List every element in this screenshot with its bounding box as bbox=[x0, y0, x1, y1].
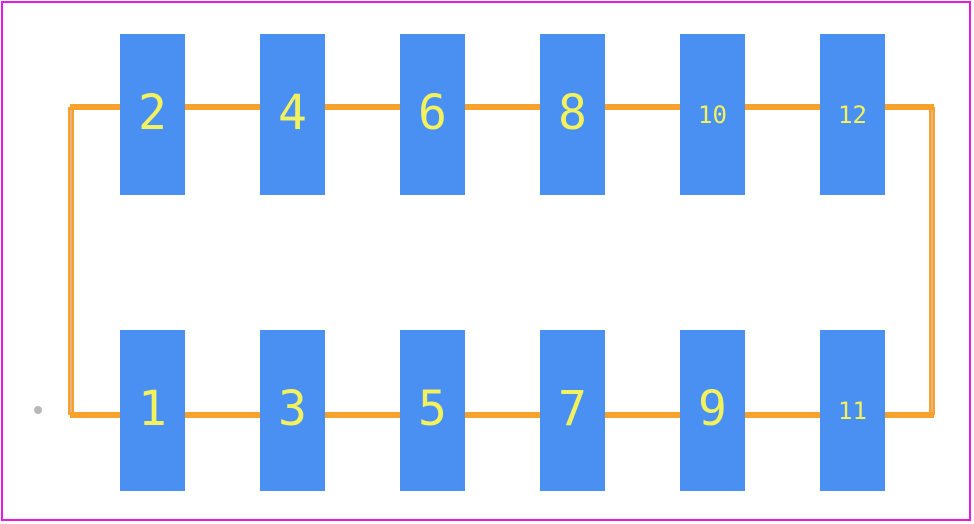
pad-8: 8 bbox=[540, 34, 605, 195]
pad-label: 3 bbox=[278, 381, 307, 437]
pad-label: 9 bbox=[698, 381, 727, 437]
pad-label: 8 bbox=[558, 85, 587, 141]
pad-2: 2 bbox=[120, 34, 185, 195]
pad-label: 7 bbox=[558, 381, 587, 437]
bottom-pad-row: 1 3 5 7 9 11 bbox=[120, 330, 885, 491]
pad-label: 2 bbox=[138, 85, 167, 141]
pad-11: 11 bbox=[820, 330, 885, 491]
pad-rect bbox=[120, 330, 185, 491]
pad-rect bbox=[400, 34, 465, 195]
pad-rect bbox=[680, 330, 745, 491]
pad-rect bbox=[400, 330, 465, 491]
pad-rect bbox=[820, 330, 885, 491]
pad-12: 12 bbox=[820, 34, 885, 195]
top-pad-row: 2 4 6 8 10 12 bbox=[120, 34, 885, 195]
pad-9: 9 bbox=[680, 330, 745, 491]
pad-label: 4 bbox=[278, 85, 307, 141]
pad-rect bbox=[120, 34, 185, 195]
pad-7: 7 bbox=[540, 330, 605, 491]
pad-rect bbox=[540, 330, 605, 491]
pad-rect bbox=[260, 34, 325, 195]
pad-label: 5 bbox=[418, 381, 447, 437]
pad-label: 1 bbox=[138, 381, 167, 437]
pad-rect bbox=[820, 34, 885, 195]
pad-label: 12 bbox=[838, 101, 867, 129]
pin-one-marker bbox=[34, 406, 42, 414]
pad-6: 6 bbox=[400, 34, 465, 195]
pad-10: 10 bbox=[680, 34, 745, 195]
pad-4: 4 bbox=[260, 34, 325, 195]
pad-rect bbox=[540, 34, 605, 195]
pad-rect bbox=[260, 330, 325, 491]
pad-label: 11 bbox=[838, 397, 867, 425]
pad-5: 5 bbox=[400, 330, 465, 491]
silkscreen-outline bbox=[68, 104, 935, 418]
pad-rect bbox=[680, 34, 745, 195]
pad-1: 1 bbox=[120, 330, 185, 491]
pad-3: 3 bbox=[260, 330, 325, 491]
pad-label: 10 bbox=[698, 101, 727, 129]
pad-label: 6 bbox=[418, 85, 447, 141]
